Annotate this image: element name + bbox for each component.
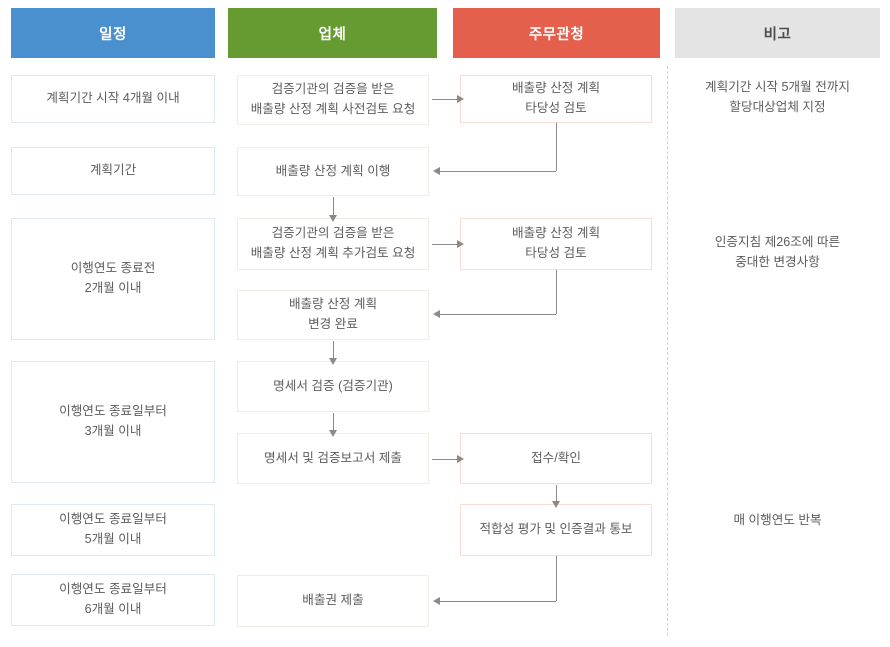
- conn-c2-down-line: [333, 197, 334, 215]
- conn-a1-down-vline: [556, 123, 557, 171]
- company-box-comp-5: 명세서 검증 (검증기관): [237, 361, 429, 412]
- conn-c3-to-a2-arrowhead-icon: [457, 240, 464, 248]
- conn-a2-down-hline: [440, 314, 556, 315]
- schedule-box-sched-1: 계획기간 시작 4개월 이내: [11, 75, 215, 123]
- company-box-comp-7: 배출권 제출: [237, 575, 429, 627]
- conn-a4-down-vline: [556, 556, 557, 601]
- conn-c3-to-a2-line: [432, 244, 457, 245]
- column-header-company: 업체: [228, 8, 437, 58]
- column-header-remarks: 비고: [675, 8, 880, 58]
- conn-c4-down-line: [333, 341, 334, 358]
- conn-a2-down-arrowhead-icon: [433, 310, 440, 318]
- conn-c6-to-a3-arrowhead-icon: [457, 455, 464, 463]
- conn-a4-down-hline: [440, 601, 556, 602]
- authority-box-auth-4: 적합성 평가 및 인증결과 통보: [460, 504, 652, 556]
- conn-a1-down-hline: [440, 171, 556, 172]
- conn-a3-down-line: [556, 485, 557, 501]
- authority-box-auth-3: 접수/확인: [460, 433, 652, 484]
- conn-c1-to-a1-arrowhead-icon: [457, 95, 464, 103]
- schedule-box-sched-2: 계획기간: [11, 147, 215, 195]
- company-box-comp-2: 배출량 산정 계획 이행: [237, 147, 429, 196]
- conn-c4-down-arrowhead-icon: [329, 358, 337, 365]
- conn-a1-down-arrowhead-icon: [433, 167, 440, 175]
- conn-a3-down-arrowhead-icon: [552, 501, 560, 508]
- column-header-schedule: 일정: [11, 8, 215, 58]
- conn-a4-down-arrowhead-icon: [433, 597, 440, 605]
- conn-c5-down-line: [333, 413, 334, 430]
- column-header-authority: 주무관청: [453, 8, 660, 58]
- company-box-comp-6: 명세서 및 검증보고서 제출: [237, 433, 429, 484]
- conn-c5-down-arrowhead-icon: [329, 430, 337, 437]
- conn-a2-down-vline: [556, 270, 557, 314]
- conn-c6-to-a3-line: [432, 459, 457, 460]
- remarks-column-divider: [667, 66, 668, 636]
- conn-c1-to-a1-line: [432, 99, 457, 100]
- conn-c2-down-arrowhead-icon: [329, 215, 337, 222]
- remark-note-rem-3: 매 이행연도 반복: [733, 513, 822, 527]
